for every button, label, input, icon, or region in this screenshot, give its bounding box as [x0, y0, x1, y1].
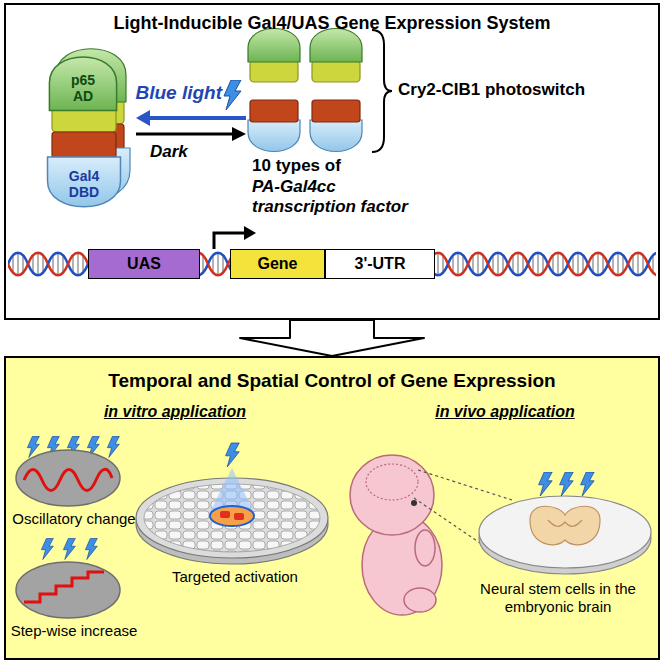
embryo-part [366, 464, 418, 500]
embryo-part [415, 530, 435, 566]
brain-slice-dish-part [581, 472, 595, 496]
panel-title: Light-Inducible Gal4/UAS Gene Expression… [6, 13, 658, 33]
annotation-label: Cry2-CIB1 photoswitch [398, 80, 648, 100]
oscillatory-cell-part [24, 469, 112, 490]
brain-slice-dish-part [530, 506, 600, 545]
dna-helix [8, 226, 656, 281]
dissociated-parts-part [250, 60, 298, 82]
annotation-label: Blue light [126, 82, 222, 104]
dissociated-parts-part [248, 120, 300, 152]
annotation-label: in vivo application [420, 402, 590, 421]
panel-grounds-part [4, 3, 660, 320]
domain-outline [48, 157, 121, 207]
element-label: 3'-UTR [355, 255, 406, 273]
culture-dish-part [220, 511, 230, 518]
oscillatory-cell-part [107, 437, 119, 458]
stepwise-cell-part [24, 572, 104, 602]
annotation-label: 10 types of [252, 156, 412, 176]
element-label: UAS [127, 255, 161, 273]
annotation-label: Dark [150, 142, 210, 162]
culture-dish-part [210, 506, 254, 526]
dissociated-parts [248, 29, 362, 152]
annotation-label: Targeted activation [150, 568, 320, 586]
embryo-part [418, 470, 512, 500]
switch-arrows-part [136, 133, 234, 136]
brain-slice-dish [479, 472, 651, 574]
culture-dish-part [234, 513, 244, 520]
bracket [372, 30, 392, 152]
brain-slice-dish-part [548, 520, 582, 526]
dissociated-parts-part [312, 100, 360, 122]
brain-slice-dish-part [560, 472, 574, 496]
embryo-part [404, 588, 436, 612]
embryo-part [411, 500, 417, 506]
dna-binding-domain: Gal4 DBD [46, 156, 122, 212]
oscillatory-cell-part [27, 437, 39, 458]
embryo-part [350, 455, 434, 535]
stepwise-cell-part [16, 562, 120, 618]
stepwise-cell-part [63, 539, 75, 560]
switch-arrows-part [136, 110, 150, 126]
activation-domain: p65 AD [48, 55, 118, 111]
stepwise-cell-part [41, 539, 53, 560]
oscillatory-cell-part [16, 450, 120, 506]
culture-dish-part [226, 443, 240, 467]
complex-front-blocks-part [52, 132, 116, 158]
switch-arrows-part [232, 127, 246, 141]
element-label: Gal4 DBD [60, 168, 108, 200]
annotation-label: Step-wise increase [4, 622, 144, 640]
annotation-label: Oscillatory change [4, 510, 144, 528]
panel-grounds [4, 3, 660, 660]
element-label: p65 AD [61, 72, 105, 104]
panel-title: Temporal and Spatial Control of Gene Exp… [6, 370, 658, 391]
panel-grounds-part [4, 356, 660, 660]
oscillatory-cell [16, 437, 120, 507]
switch-arrows-part [148, 116, 246, 120]
brain-slice-dish-part [539, 472, 553, 496]
annotation-label: Neural stem cells in the embryonic brain [468, 580, 648, 616]
annotation-label: in vitro application [90, 402, 260, 421]
stepwise-cell [16, 539, 120, 619]
dissociated-parts-part [248, 29, 300, 63]
complex-front-blocks [52, 106, 116, 158]
dissociated-parts-part [312, 60, 360, 82]
dissociated-parts-part [310, 120, 362, 152]
block-arrow [240, 320, 424, 356]
element-label: Gene [257, 255, 297, 273]
switch-arrows-part [224, 80, 241, 110]
dna-helix-part [244, 226, 256, 240]
dissociated-parts-part [250, 100, 298, 122]
dna-helix-part [8, 247, 656, 281]
uas-element: UAS [88, 249, 200, 279]
annotation-label: PA-Gal4cc transcription factor [252, 177, 442, 217]
brain-slice-dish-part [479, 496, 651, 568]
domain-outline [49, 57, 116, 110]
utr-element: 3'-UTR [325, 249, 435, 279]
dna-helix-part [214, 233, 246, 249]
culture-dish [136, 443, 328, 564]
gene-element: Gene [230, 249, 325, 279]
dissociated-parts-part [310, 29, 362, 63]
stepwise-cell-part [85, 539, 97, 560]
